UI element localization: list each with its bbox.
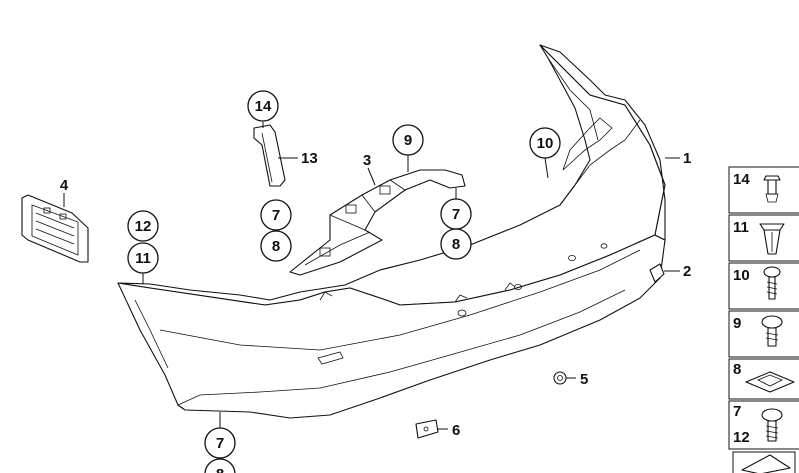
part-2-cover bbox=[649, 263, 665, 283]
callout-8-upper: 8 bbox=[260, 230, 292, 262]
screw-7-icon bbox=[761, 408, 783, 442]
callout-7-right: 7 bbox=[440, 198, 472, 230]
svg-text:12: 12 bbox=[135, 218, 152, 235]
clip-11-icon bbox=[759, 223, 785, 255]
callout-9: 9 bbox=[392, 124, 424, 156]
label-5: 5 bbox=[580, 371, 588, 388]
svg-text:8: 8 bbox=[452, 236, 460, 253]
part-3-bracket bbox=[289, 169, 466, 276]
label-4: 4 bbox=[60, 177, 69, 194]
label-2: 2 bbox=[683, 263, 691, 280]
callout-14: 14 bbox=[247, 90, 279, 122]
callout-10: 10 bbox=[529, 127, 561, 159]
nut-8-icon bbox=[745, 371, 795, 393]
rear-bumper-cover bbox=[117, 44, 666, 419]
callout-8-bottom: 8 bbox=[204, 458, 236, 473]
svg-text:7: 7 bbox=[452, 206, 460, 223]
label-6: 6 bbox=[452, 422, 460, 439]
screw-10-icon bbox=[763, 266, 781, 300]
sidebar-label-7: 7 bbox=[733, 403, 741, 420]
callout-12: 12 bbox=[127, 210, 159, 242]
sidebar-fasteners: 14 11 10 9 8 bbox=[728, 166, 799, 473]
label-3: 3 bbox=[363, 152, 371, 169]
sidebar-label-12: 12 bbox=[733, 429, 750, 446]
svg-text:11: 11 bbox=[135, 250, 151, 267]
callout-8-right: 8 bbox=[440, 228, 472, 260]
sidebar-label-14: 14 bbox=[733, 171, 750, 188]
callout-11: 11 bbox=[127, 242, 159, 274]
callout-7-upper: 7 bbox=[260, 199, 292, 231]
sidebar-label-9: 9 bbox=[733, 315, 741, 332]
part-13-bracket bbox=[253, 124, 286, 187]
bolt-9-icon bbox=[761, 315, 783, 347]
screw-14-icon bbox=[763, 175, 781, 203]
label-1: 1 bbox=[683, 150, 691, 167]
svg-text:14: 14 bbox=[255, 98, 272, 115]
svg-text:9: 9 bbox=[404, 132, 412, 149]
part-5-grommet bbox=[553, 371, 567, 385]
sidebar-label-8: 8 bbox=[733, 361, 741, 378]
svg-text:7: 7 bbox=[216, 435, 224, 452]
svg-text:10: 10 bbox=[537, 135, 554, 152]
sidebar-label-11: 11 bbox=[733, 219, 749, 236]
sidebar-label-10: 10 bbox=[733, 267, 750, 284]
callout-7-bottom: 7 bbox=[204, 427, 236, 459]
svg-text:7: 7 bbox=[272, 207, 280, 224]
svg-text:8: 8 bbox=[272, 238, 280, 255]
part-6-clip bbox=[415, 419, 439, 439]
part-4-grille bbox=[21, 194, 89, 263]
label-13: 13 bbox=[301, 150, 318, 167]
svg-text:8: 8 bbox=[216, 466, 224, 473]
